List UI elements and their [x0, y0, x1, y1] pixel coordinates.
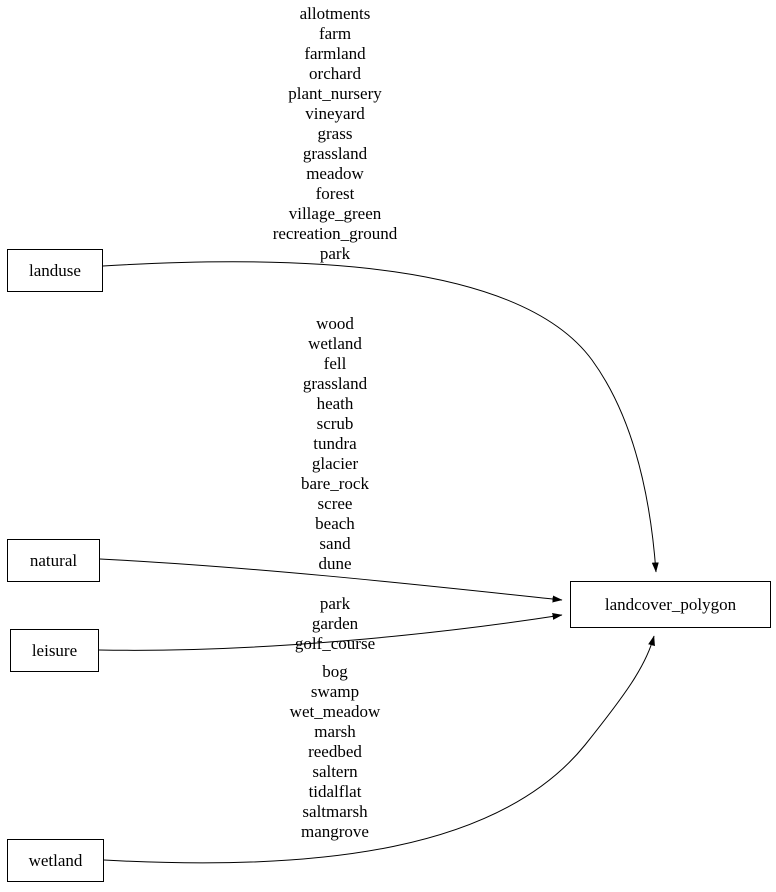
edge-leisure-to-landcover [98, 613, 563, 651]
edge-label-wetland-values: bog swamp wet_meadow marsh reedbed salte… [289, 662, 381, 841]
node-landuse-label: landuse [29, 260, 81, 280]
node-landuse: landuse [7, 249, 103, 292]
node-natural: natural [7, 539, 100, 582]
edge-natural-to-landcover [99, 558, 563, 603]
node-landcover-polygon: landcover_polygon [570, 581, 771, 628]
edge-label-natural-values: wood wetland fell grassland heath scrub … [301, 314, 369, 573]
node-leisure: leisure [10, 629, 99, 672]
node-wetland-label: wetland [28, 850, 83, 870]
node-leisure-label: leisure [31, 640, 78, 660]
node-landcover-polygon-label: landcover_polygon [604, 594, 737, 614]
edge-wetland-to-landcover [103, 635, 655, 864]
node-natural-label: natural [29, 550, 78, 570]
edge-label-landuse-values: allotments farm farmland orchard plant_n… [272, 4, 398, 263]
edge-landuse-to-landcover [102, 261, 659, 573]
node-wetland: wetland [7, 839, 104, 882]
edge-label-leisure-values: park garden golf_course [294, 594, 376, 653]
